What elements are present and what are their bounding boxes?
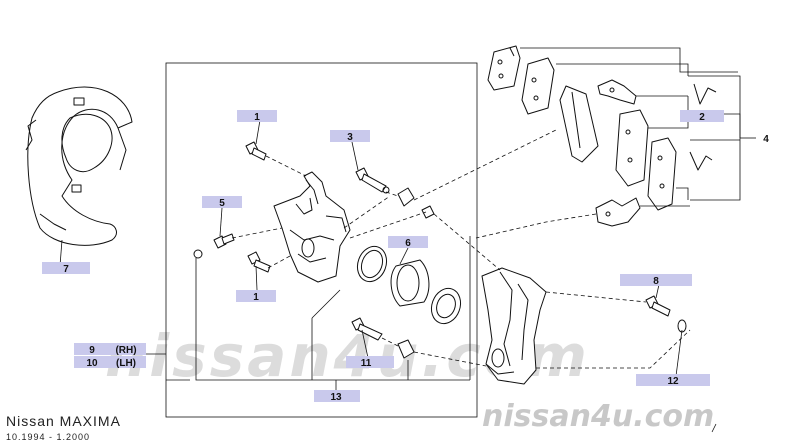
- leader-lines: [59, 113, 756, 392]
- figure-mark: [711, 423, 717, 433]
- leader-2c: [676, 187, 689, 200]
- callout-6: 6: [405, 238, 411, 249]
- watermark-corner: nissan4u.com: [482, 399, 714, 434]
- brake-pad-kit: [487, 45, 717, 227]
- callout-9: 9: [89, 345, 95, 356]
- callout-1-bottom: 1: [253, 292, 259, 303]
- callout-3-bg: [330, 130, 370, 142]
- callout-3: 3: [347, 132, 353, 143]
- callout-13-bg: [314, 390, 360, 402]
- callout-12: 12: [667, 376, 679, 387]
- callout-1-top-bg: [237, 110, 277, 122]
- callout-7: 7: [63, 264, 69, 275]
- callout-2: 2: [699, 112, 705, 123]
- dust-shield: [25, 86, 133, 246]
- callout-8-bg: [620, 274, 692, 286]
- caliper-body: [273, 171, 351, 283]
- guide-pin-bolt-bottom: [247, 251, 271, 273]
- caliper-assembly-frame: [165, 62, 478, 418]
- callout-10-side: (LH): [116, 358, 136, 369]
- piston-seal-kit: [356, 245, 462, 325]
- callout-8: 8: [653, 276, 659, 287]
- callout-10-bg: [74, 356, 146, 368]
- callout-12-bg: [636, 374, 710, 386]
- leader-2b: [648, 96, 689, 129]
- callout-10: 10: [86, 358, 98, 369]
- callout-7-bg: [42, 262, 90, 274]
- callout-5-bg: [202, 196, 242, 208]
- callout-labels: 1 3 5 6 1 7 2 4 8 12 11 13 9 (RH) 10 (LH…: [42, 110, 769, 403]
- callout-11: 11: [361, 358, 372, 369]
- callout-1-bottom-bg: [236, 290, 276, 302]
- model-caption: Nissan MAXIMA: [6, 413, 121, 429]
- mounting-bolt: [645, 295, 687, 333]
- guide-pin: [355, 167, 390, 194]
- pin-boot-upper: [397, 187, 415, 207]
- callout-4: 4: [763, 134, 769, 145]
- torque-member: [481, 267, 547, 385]
- leader-4b: [688, 75, 741, 201]
- callout-9-bg: [74, 343, 146, 355]
- date-range: 10.1994 - 1.2000: [6, 432, 90, 442]
- callout-6-bg: [388, 236, 428, 248]
- callout-9-side: (RH): [115, 345, 136, 356]
- leader-4d: [556, 63, 689, 76]
- callout-5: 5: [219, 198, 225, 209]
- assembly-paths: [231, 129, 691, 369]
- bleeder-screw: [193, 233, 235, 259]
- callout-11-bg: [346, 356, 394, 368]
- guide-pin-bolt-top: [245, 141, 267, 161]
- leader-4a: [520, 47, 738, 73]
- pin-boot-lower: [421, 205, 435, 219]
- callout-13: 13: [330, 392, 342, 403]
- callout-1-top: 1: [254, 112, 260, 123]
- callout-2-bg: [680, 110, 724, 122]
